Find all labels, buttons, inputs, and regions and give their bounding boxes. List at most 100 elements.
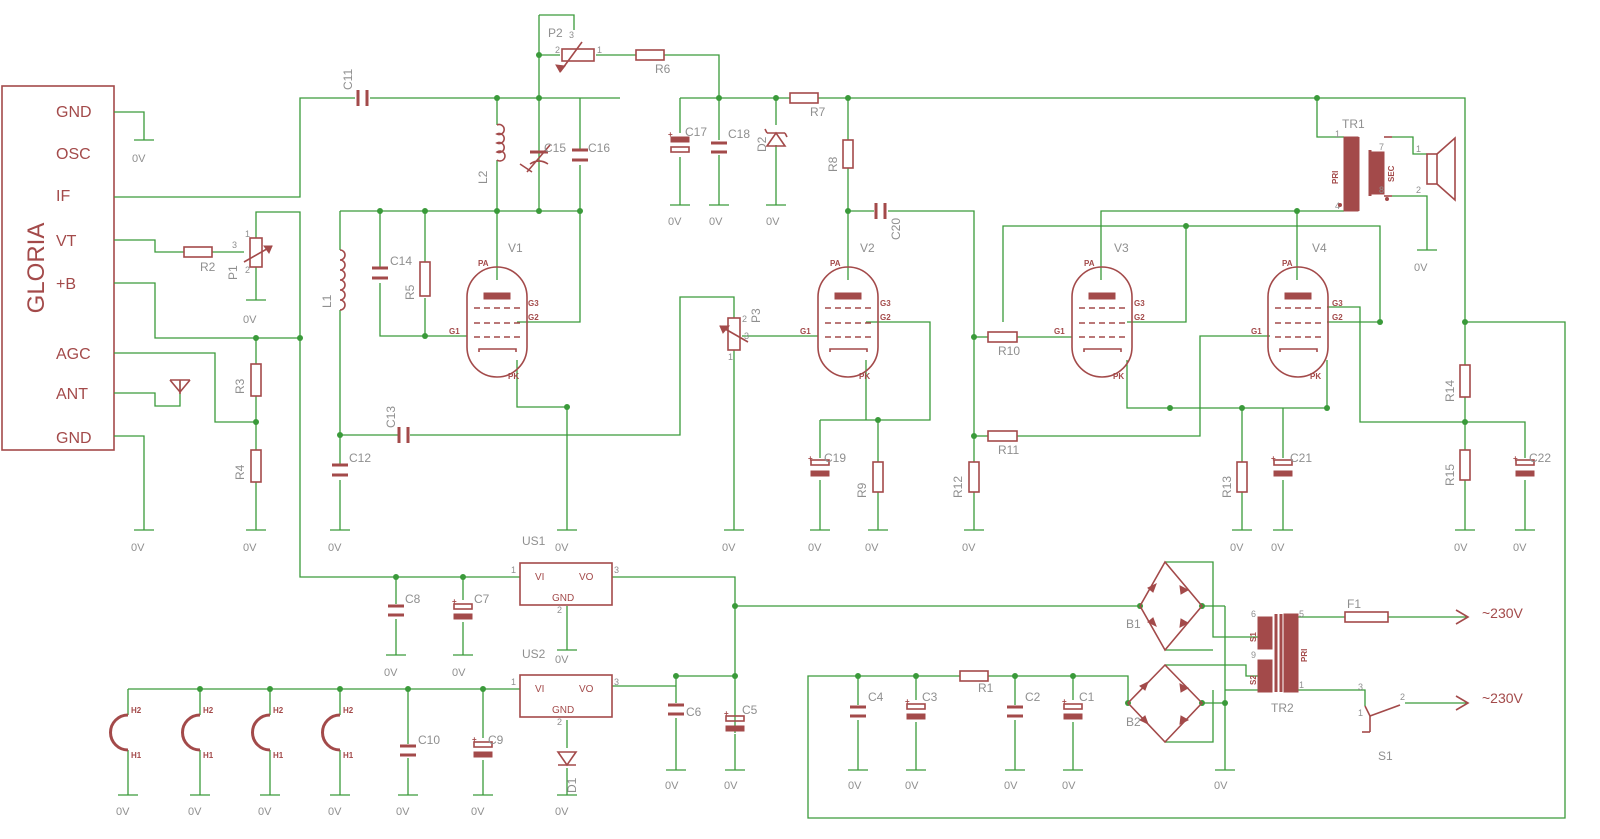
ground-symbol: 0V — [396, 794, 418, 818]
label-b2: B2 — [1126, 715, 1141, 729]
svg-text:0V: 0V — [1004, 780, 1018, 792]
mains-arrow-top — [1455, 609, 1470, 625]
speaker-icon: 1 2 — [1416, 136, 1456, 202]
label-s1: S1 — [1378, 749, 1393, 763]
label-r3: R3 — [233, 378, 247, 394]
svg-text:2: 2 — [555, 45, 560, 55]
ground-symbol: 0V — [905, 769, 926, 792]
svg-text:1: 1 — [597, 45, 602, 55]
svg-text:8: 8 — [1379, 185, 1384, 195]
ground-symbol: 0V — [1004, 769, 1025, 792]
inductors: L2 L1 — [320, 123, 506, 311]
pin-pa: PA — [1084, 259, 1095, 268]
svg-text:+: + — [905, 697, 910, 706]
pin-h1: H1 — [203, 751, 214, 760]
module-title: GLORIA — [23, 223, 50, 314]
label-tr2: TR2 — [1271, 701, 1294, 715]
label-tr1-pri: PRI — [1331, 171, 1340, 184]
svg-text:1: 1 — [1416, 144, 1421, 154]
svg-text:1: 1 — [1299, 680, 1304, 690]
ground-symbol: 0V — [962, 529, 984, 554]
svg-text:2: 2 — [1416, 185, 1421, 195]
svg-text:+: + — [1271, 454, 1276, 463]
label-r14: R14 — [1443, 380, 1457, 402]
svg-text:2: 2 — [742, 314, 747, 324]
label-c21: C21 — [1290, 451, 1312, 465]
pin-pa: PA — [830, 259, 841, 268]
ground-symbol: 0V — [328, 794, 350, 818]
svg-text:2: 2 — [557, 605, 562, 615]
ground-symbol: 0V — [1230, 529, 1252, 554]
capacitor-c20 — [874, 203, 887, 219]
label-c14: C14 — [390, 254, 412, 268]
label-c11: C11 — [341, 69, 355, 90]
ground-symbol: 0V — [1513, 529, 1535, 554]
svg-text:3: 3 — [614, 677, 619, 687]
heater-3: H2 H1 — [251, 706, 284, 760]
label-mains-2: ~230V — [1482, 690, 1524, 706]
label-tr2-s2: S2 — [1249, 675, 1258, 685]
svg-text:0V: 0V — [905, 780, 919, 792]
svg-text:2: 2 — [245, 265, 250, 275]
label-c18: C18 — [728, 127, 750, 141]
resistor-r2 — [183, 246, 213, 258]
svg-text:1: 1 — [245, 229, 250, 239]
svg-text:4: 4 — [1335, 201, 1340, 211]
resistor-r5 — [419, 261, 431, 297]
module-pin-b: +B — [56, 276, 76, 293]
pin-g3: G3 — [528, 299, 539, 308]
resistor-r14 — [1459, 364, 1471, 398]
label-r8: R8 — [826, 156, 840, 172]
capacitor-c5: + — [724, 709, 745, 732]
junction-dots — [197, 52, 1468, 706]
svg-text:1: 1 — [728, 352, 733, 362]
label-tr2-pri: PRI — [1300, 649, 1309, 662]
pin-h2: H2 — [343, 706, 354, 715]
svg-text:0V: 0V — [555, 806, 569, 818]
potentiometer-p3 — [727, 317, 741, 351]
pin-vi: VI — [535, 572, 544, 583]
capacitor-c17: + — [668, 130, 690, 153]
svg-text:0V: 0V — [328, 542, 342, 554]
label-c9: C9 — [488, 733, 504, 747]
ground-symbol: 0V — [555, 649, 577, 666]
svg-text:0V: 0V — [452, 667, 466, 679]
pin-h1: H1 — [273, 751, 284, 760]
svg-text:0V: 0V — [1414, 262, 1428, 274]
label-r10: R10 — [998, 344, 1020, 358]
label-v4: V4 — [1312, 241, 1327, 255]
regulator-us2: VI VO GND 1 3 2 — [511, 674, 619, 727]
svg-text:0V: 0V — [1454, 542, 1468, 554]
capacitor-c22: + — [1513, 454, 1535, 477]
label-tr1-sec: SEC — [1387, 165, 1396, 182]
capacitor-c10 — [400, 744, 416, 757]
svg-text:0V: 0V — [188, 806, 202, 818]
svg-text:0V: 0V — [258, 806, 272, 818]
svg-text:0V: 0V — [555, 542, 569, 554]
pin-g1: G1 — [800, 327, 811, 336]
label-r9: R9 — [855, 482, 869, 498]
capacitor-c16 — [572, 148, 588, 162]
pin-h1: H1 — [131, 751, 142, 760]
inductor-l1 — [339, 249, 346, 311]
label-c7: C7 — [474, 592, 490, 606]
heater-2: H2 H1 — [181, 706, 214, 760]
svg-text:0V: 0V — [328, 806, 342, 818]
module-pin-if: IF — [56, 188, 70, 205]
label-p3: P3 — [749, 308, 763, 323]
svg-text:0V: 0V — [808, 542, 822, 554]
regulator-us1: VI VO GND 1 3 2 — [511, 562, 619, 615]
label-c10: C10 — [418, 733, 440, 747]
svg-text:+: + — [1062, 697, 1067, 706]
label-f1: F1 — [1347, 597, 1361, 611]
svg-text:3: 3 — [569, 30, 574, 40]
mains-arrow-bottom — [1455, 695, 1470, 711]
ground-symbol: 0V — [668, 204, 690, 228]
svg-text:0V: 0V — [848, 780, 862, 792]
antenna-icon — [169, 379, 191, 394]
capacitor-c1: + — [1062, 697, 1083, 720]
pin-pk: PK — [508, 372, 519, 381]
svg-text:6: 6 — [1251, 609, 1256, 619]
pin-g2: G2 — [880, 313, 891, 322]
